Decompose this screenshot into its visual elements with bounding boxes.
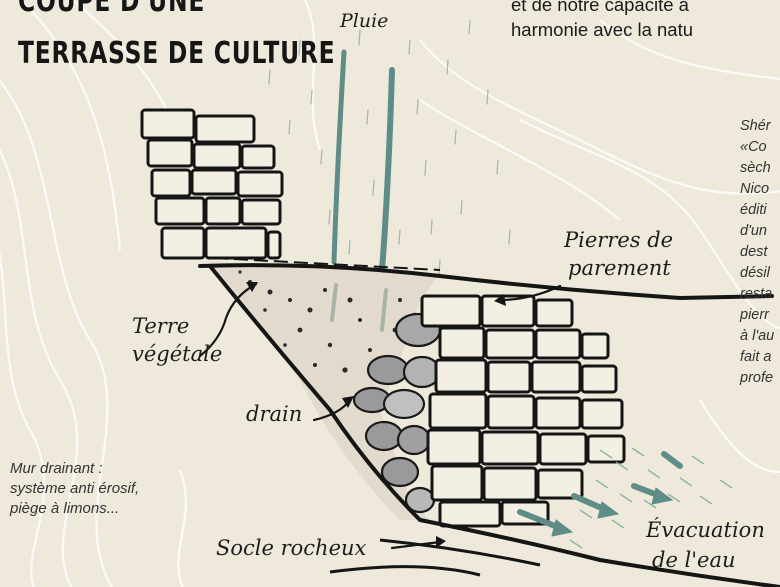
side-text-line: resta [740, 286, 772, 302]
caption-line-1: Mur drainant : [10, 460, 103, 477]
intro-text-line-2: harmonie avec la natu [511, 19, 693, 41]
intro-text-line-1: et de notre capacité à [511, 0, 689, 16]
lower-wall-stones [422, 296, 624, 526]
caption-line-3: piège à limons... [10, 500, 119, 517]
title-line-2: TERRASSE DE CULTURE [18, 36, 335, 71]
label-pierres-line-2: parement [568, 256, 671, 280]
label-drain: drain [246, 402, 302, 426]
side-text-line: Shér [740, 118, 771, 134]
side-text-line: «Co [740, 139, 767, 155]
upper-wall-stones [142, 110, 282, 258]
label-evacuation-line-1: Évacuation [646, 518, 765, 542]
side-text-line: désil [740, 265, 770, 281]
side-text-line: dest [740, 244, 767, 260]
title-line-1: COUPE D'UNE [18, 0, 205, 19]
label-terre-line-1: Terre [132, 314, 189, 338]
label-evacuation-line-2: de l'eau [652, 548, 736, 572]
label-pierres-line-1: Pierres de [564, 228, 673, 252]
caption-line-2: système anti érosif, [10, 480, 139, 497]
label-socle-rocheux: Socle rocheux [216, 536, 366, 560]
side-text-line: d'un [740, 223, 767, 239]
side-text-line: pierr [740, 307, 769, 323]
side-text-line: éditi [740, 202, 767, 218]
side-text-line: sèch [740, 160, 771, 176]
side-text-line: à l'au [740, 328, 774, 344]
side-text-line: fait a [740, 349, 771, 365]
side-text-line: Nico [740, 181, 769, 197]
label-pluie: Pluie [340, 10, 388, 32]
side-text-line: profe [740, 370, 773, 386]
label-terre-line-2: végétale [132, 342, 222, 366]
